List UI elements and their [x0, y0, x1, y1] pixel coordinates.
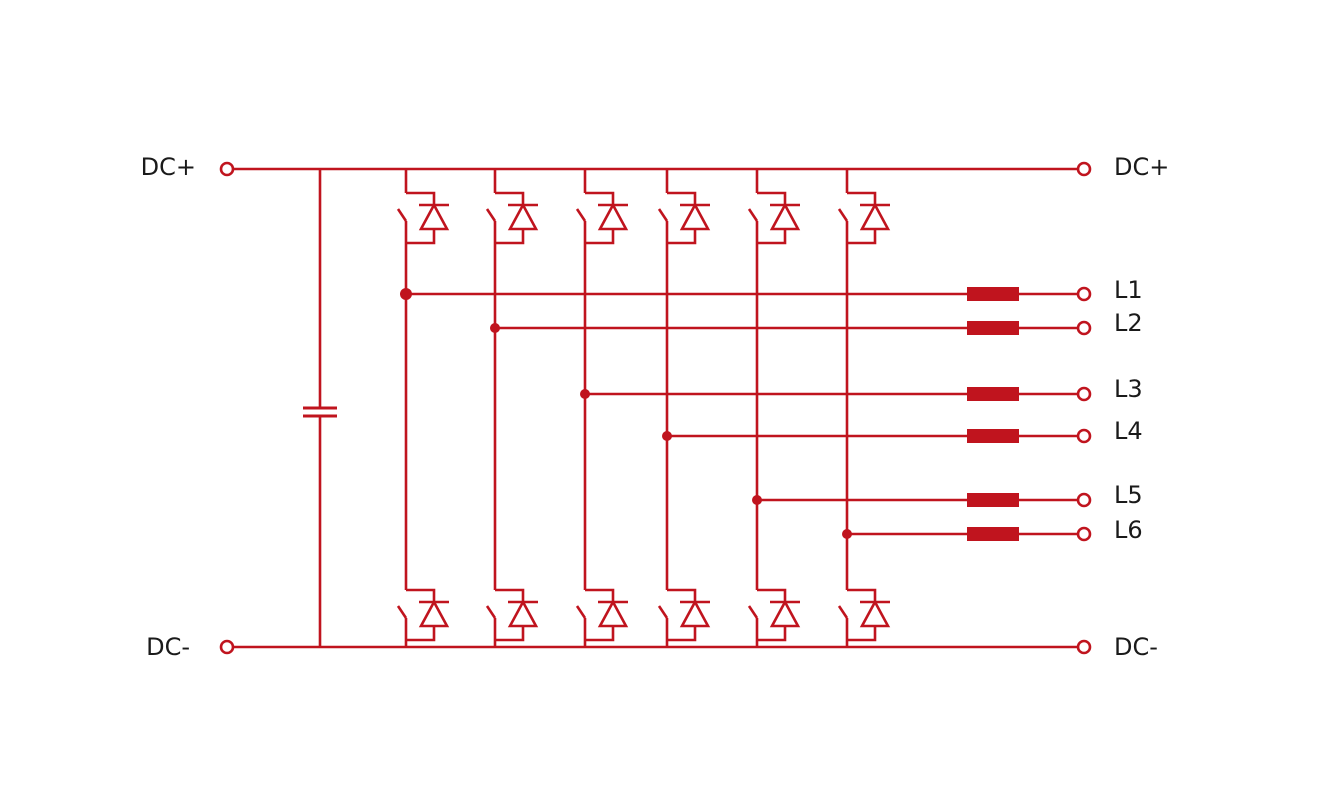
terminal-phase-4: [1076, 428, 1092, 444]
leg-2-lower-diode-lead-bottom: [495, 626, 525, 642]
label-dc-plus-left: DC+: [140, 153, 196, 181]
leg-2-upper-switch-blade: [485, 208, 497, 222]
terminal-dc-minus-left: [219, 639, 235, 655]
leg-3-lower-switch-blade: [575, 605, 587, 619]
leg-1-upper-diode-lead-top: [406, 191, 436, 205]
label-phase-l4: L4: [1114, 417, 1143, 445]
leg-2-upper-diode-lead-top: [495, 191, 525, 205]
diode-icon: [418, 599, 450, 628]
diode-icon: [507, 599, 539, 628]
leg-6-upper-switch-blade: [837, 208, 849, 222]
leg-4-lower-switch-blade: [657, 605, 669, 619]
leg-4-upper-diode-lead-top: [667, 191, 697, 205]
terminal-dc-minus-right: [1076, 639, 1092, 655]
terminal-phase-1: [1076, 286, 1092, 302]
label-dc-minus-left: DC-: [146, 633, 190, 661]
inductor-icon: [967, 387, 1019, 401]
terminal-phase-6: [1076, 526, 1092, 542]
inductor-icon: [967, 321, 1019, 335]
label-dc-minus-right: DC-: [1114, 633, 1158, 661]
label-phase-l1: L1: [1114, 276, 1143, 304]
leg-1-upper-diode-lead-bottom: [406, 229, 436, 245]
leg-3-upper-diode-lead-top: [585, 191, 615, 205]
leg-6-upper-diode-lead-top: [847, 191, 877, 205]
leg-1-upper-switch-blade: [396, 208, 408, 222]
leg-6-lower-diode-lead-bottom: [847, 626, 877, 642]
diode-icon: [507, 202, 539, 231]
leg-5-upper-diode-lead-top: [757, 191, 787, 205]
leg-5-upper-switch-blade: [747, 208, 759, 222]
leg-3-upper-switch-blade: [575, 208, 587, 222]
diode-icon: [769, 202, 801, 231]
leg-6-lower-switch-blade: [837, 605, 849, 619]
label-phase-l2: L2: [1114, 309, 1143, 337]
leg-1-lower-diode-lead-bottom: [406, 626, 436, 642]
diode-icon: [859, 599, 891, 628]
terminal-dc-plus-right: [1076, 161, 1092, 177]
leg-6-upper-diode-lead-bottom: [847, 229, 877, 245]
leg-1-lower-switch-blade: [396, 605, 408, 619]
label-phase-l5: L5: [1114, 481, 1143, 509]
leg-2-upper-diode-lead-bottom: [495, 229, 525, 245]
leg-5-lower-diode-lead-top: [757, 588, 787, 602]
diode-icon: [769, 599, 801, 628]
label-phase-l6: L6: [1114, 516, 1143, 544]
terminal-phase-5: [1076, 492, 1092, 508]
leg-3-lower-diode-lead-bottom: [585, 626, 615, 642]
leg-5-lower-diode-lead-bottom: [757, 626, 787, 642]
leg-4-lower-diode-lead-top: [667, 588, 697, 602]
leg-3-lower-diode-lead-top: [585, 588, 615, 602]
inductor-icon: [967, 287, 1019, 301]
leg-1-lower-diode-lead-top: [406, 588, 436, 602]
leg-6-lower-diode-lead-top: [847, 588, 877, 602]
leg-4-upper-diode-lead-bottom: [667, 229, 697, 245]
leg-3-upper-diode-lead-bottom: [585, 229, 615, 245]
leg-5-upper-diode-lead-bottom: [757, 229, 787, 245]
diode-icon: [679, 202, 711, 231]
diode-icon: [597, 599, 629, 628]
label-dc-plus-right: DC+: [1114, 153, 1170, 181]
diode-icon: [418, 202, 450, 231]
label-phase-l3: L3: [1114, 375, 1143, 403]
diode-icon: [679, 599, 711, 628]
leg-4-upper-switch-blade: [657, 208, 669, 222]
terminal-dc-plus-left: [219, 161, 235, 177]
inductor-icon: [967, 493, 1019, 507]
leg-2-lower-diode-lead-top: [495, 588, 525, 602]
leg-4-lower-diode-lead-bottom: [667, 626, 697, 642]
leg-2-lower-switch-blade: [485, 605, 497, 619]
terminal-phase-2: [1076, 320, 1092, 336]
inductor-icon: [967, 429, 1019, 443]
terminal-phase-3: [1076, 386, 1092, 402]
diode-icon: [597, 202, 629, 231]
inductor-icon: [967, 527, 1019, 541]
leg-5-lower-switch-blade: [747, 605, 759, 619]
diode-icon: [859, 202, 891, 231]
